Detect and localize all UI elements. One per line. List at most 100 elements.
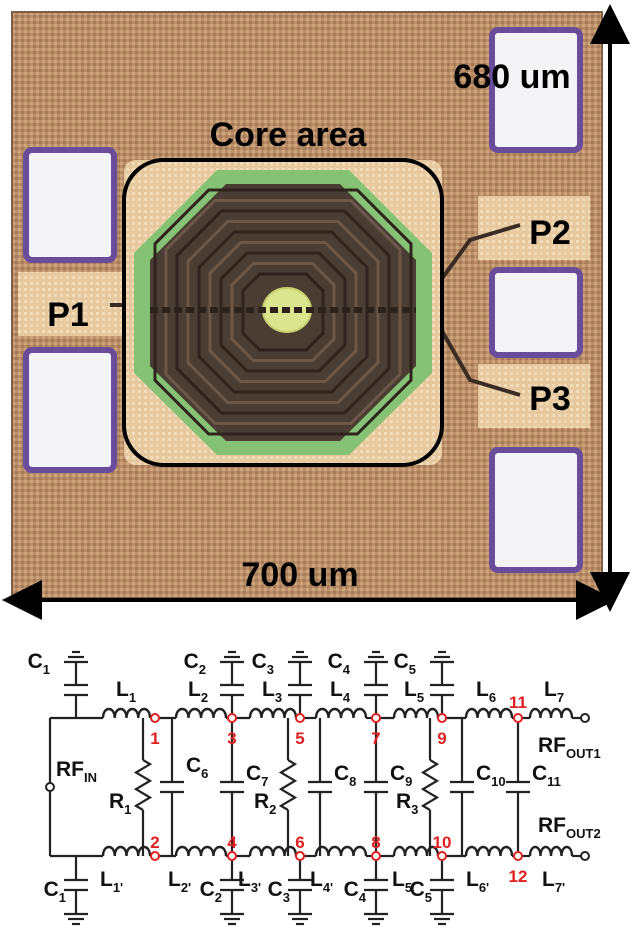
inductor-bottom-label-1: L1' (100, 868, 123, 895)
top-cap-label-5: C5 (394, 650, 416, 677)
port-p2-label: P2 (529, 214, 571, 252)
rf-out1-label: RFOUT1 (538, 734, 601, 761)
node-bottom-8 (371, 851, 381, 861)
node-top-11 (513, 713, 523, 723)
node-top-9 (437, 713, 447, 723)
inductor-bottom-label-5-base: L (392, 868, 405, 891)
port-p1-label: P1 (47, 296, 89, 334)
spiral-turn (208, 241, 358, 383)
node-top-1 (150, 713, 160, 723)
node-number-bottom-8: 8 (371, 833, 380, 852)
inductor-top-1 (101, 707, 152, 719)
inductor-top-7 (528, 707, 574, 719)
inductor-bottom-label-7-base: L (542, 868, 555, 891)
inductor-bottom-label-6-subscript: 6' (479, 880, 489, 895)
bottom-cap-label-2-subscript: 2 (215, 890, 222, 905)
inductor-bottom-label-2-base: L (168, 868, 181, 891)
pad-right-3 (489, 267, 583, 358)
top-cap-label-2-subscript: 2 (199, 662, 206, 677)
inductor-bottom-label-1-base: L (100, 868, 113, 891)
inductor-top-3 (248, 707, 298, 719)
spiral-turn (241, 272, 325, 352)
inductor-bottom-label-2-subscript: 2' (181, 880, 191, 895)
rf-out2-terminal (580, 851, 590, 861)
top-cap-label-3: C3 (252, 650, 274, 677)
inductor-bottom-6 (464, 845, 514, 857)
rf-in-label: RFIN (56, 758, 97, 785)
inductor-top-4 (314, 707, 368, 719)
resistor-label-1: R1 (109, 790, 131, 817)
inductor-bottom-label-6-base: L (466, 868, 479, 891)
bond-pads (18, 27, 590, 573)
node-bottom-2 (150, 851, 160, 861)
node-bottom-4 (227, 851, 237, 861)
inductor-bottom-label-6: L6' (466, 868, 489, 895)
p3-pad-region (478, 364, 590, 428)
port-p3-label: P3 (529, 380, 571, 418)
spiral-turn (164, 199, 402, 425)
resistor-label-3: R3 (396, 790, 418, 817)
spiral-turns (153, 188, 413, 436)
top-cap-label-1: C1 (28, 650, 50, 677)
top-cap-label-4-subscript: 4 (343, 662, 351, 677)
shunt-cap-label-8: C8 (334, 762, 356, 789)
spiral-turn (230, 262, 336, 362)
top-cap-label-1-base: C (28, 650, 43, 673)
rf-out1-label-subscript: OUT1 (566, 746, 601, 761)
shunt-cap-label-6-subscript: 6 (201, 766, 208, 781)
bottom-cap-label-4-base: C (344, 878, 359, 901)
resistor-label-3-base: R (396, 790, 411, 813)
inductor-bottom-label-1-subscript: 1' (113, 880, 123, 895)
node-number-top-11: 11 (509, 693, 527, 712)
resistor-label-2: R2 (254, 790, 276, 817)
resistor-1 (133, 759, 153, 811)
top-cap-label-5-subscript: 5 (409, 662, 416, 677)
inductor-bottom-label-5-subscript: 5' (405, 880, 415, 895)
spiral-turn (219, 251, 347, 373)
width-dimension-label: 700 um (241, 556, 358, 594)
inductor-top-label-2-subscript: 2 (201, 690, 208, 705)
inductor-top-label-5: L5 (404, 678, 424, 705)
shunt-cap-label-11: C11 (532, 762, 561, 789)
inductor-top-label-1-subscript: 1 (129, 690, 136, 705)
inductor-top-label-6-subscript: 6 (489, 690, 496, 705)
inductor-bottom-label-7-subscript: 7' (555, 880, 565, 895)
resistor-3 (420, 759, 440, 811)
bottom-cap-label-4: C4 (344, 878, 367, 905)
inductor-top-label-6: L6 (476, 678, 496, 705)
inductor-top-label-6-base: L (476, 678, 489, 701)
inductor-top-label-4-base: L (330, 678, 343, 701)
node-bottom-6 (295, 851, 305, 861)
inductor-bottom-4 (314, 845, 368, 857)
inductor-top-6 (464, 707, 514, 719)
rf-out2-label: RFOUT2 (538, 814, 601, 841)
inductor-top-label-7: L7 (544, 678, 564, 705)
inductor-top-label-1-base: L (116, 678, 129, 701)
shunt-cap-label-8-base: C (334, 762, 349, 785)
inductor-top-label-7-subscript: 7 (557, 690, 564, 705)
inductor-top-label-3-subscript: 3 (275, 690, 282, 705)
inductor-bottom-label-3-base: L (238, 868, 251, 891)
resistor-label-2-subscript: 2 (269, 802, 276, 817)
spiral-turn (175, 209, 391, 415)
resistor-2 (278, 759, 298, 811)
core-outline (122, 158, 444, 467)
inductor-top-label-2: L2 (188, 678, 208, 705)
bottom-cap-label-5-base: C (410, 878, 425, 901)
rf-out1-terminal (580, 713, 590, 723)
shunt-cap-label-9: C9 (390, 762, 412, 789)
node-number-top-1: 1 (150, 729, 159, 748)
node-number-bottom-6: 6 (295, 833, 304, 852)
resistor-label-1-base: R (109, 790, 124, 813)
inductor-bottom-label-2: L2' (168, 868, 191, 895)
rf-out1-label-base: RF (538, 734, 566, 757)
inductor-bottom-label-3: L3' (238, 868, 261, 895)
inductor-bottom-label-7: L7' (542, 868, 565, 895)
node-number-top-7: 7 (371, 729, 380, 748)
rf-in-label-subscript: IN (84, 770, 97, 785)
inductor-bottom-5 (392, 845, 440, 857)
node-number-top-5: 5 (295, 729, 304, 748)
shunt-cap-label-10: C10 (476, 762, 506, 789)
